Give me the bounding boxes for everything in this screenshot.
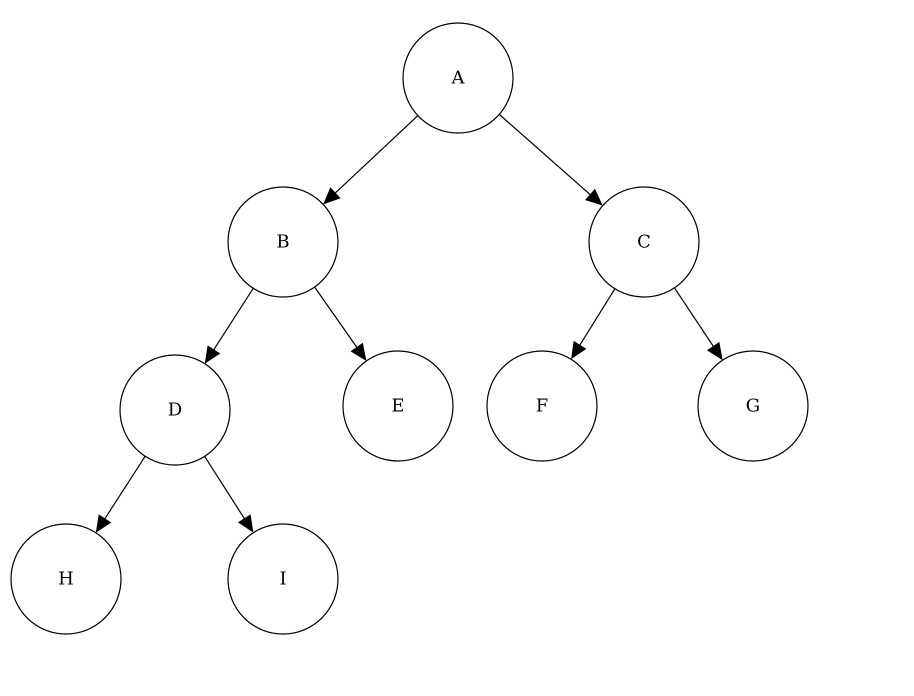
tree-node-g: G <box>697 350 809 462</box>
node-circle <box>697 350 809 462</box>
edges-layer <box>95 113 723 533</box>
node-label: A <box>451 68 466 89</box>
node-label: G <box>746 396 760 417</box>
tree-node-d: D <box>119 354 231 466</box>
node-circle <box>486 350 598 462</box>
node-circle <box>227 186 339 298</box>
arrowhead-icon <box>571 340 587 360</box>
tree-node-e: E <box>342 350 454 462</box>
edge-line <box>212 287 254 351</box>
edge-b-e <box>314 286 367 361</box>
node-circle <box>402 22 514 134</box>
edge-c-g <box>673 287 723 361</box>
node-circle <box>227 523 339 635</box>
edge-line <box>314 286 358 349</box>
edge-b-d <box>204 287 254 364</box>
node-label: F <box>536 396 549 417</box>
edge-d-i <box>204 456 254 533</box>
node-label: E <box>391 396 404 417</box>
edge-a-c <box>498 113 603 206</box>
node-label: I <box>279 569 286 590</box>
node-label: B <box>276 232 289 253</box>
node-label: C <box>637 232 651 253</box>
arrowhead-icon <box>706 341 723 361</box>
edge-c-f <box>571 288 616 360</box>
edge-line <box>204 456 246 520</box>
tree-node-a: A <box>402 22 514 134</box>
arrowhead-icon <box>204 345 221 364</box>
tree-node-c: C <box>588 186 700 298</box>
node-circle <box>588 186 700 298</box>
arrowhead-icon <box>95 514 112 533</box>
tree-node-f: F <box>486 350 598 462</box>
edge-d-h <box>95 455 146 533</box>
node-label: D <box>168 400 182 421</box>
edge-line <box>498 113 592 196</box>
arrowhead-icon <box>350 342 367 361</box>
node-label: H <box>58 569 74 590</box>
node-circle <box>342 350 454 462</box>
tree-node-h: H <box>10 523 122 635</box>
edge-line <box>334 115 419 194</box>
edge-line <box>578 288 616 347</box>
node-circle <box>10 523 122 635</box>
edge-line <box>103 455 146 520</box>
tree-node-b: B <box>227 186 339 298</box>
arrowhead-icon <box>323 187 341 205</box>
nodes-layer: A B C D E F G H I <box>10 22 809 635</box>
arrowhead-icon <box>237 514 254 533</box>
node-circle <box>119 354 231 466</box>
arrowhead-icon <box>585 188 603 206</box>
edge-a-b <box>323 115 419 205</box>
edge-line <box>673 287 715 348</box>
tree-node-i: I <box>227 523 339 635</box>
